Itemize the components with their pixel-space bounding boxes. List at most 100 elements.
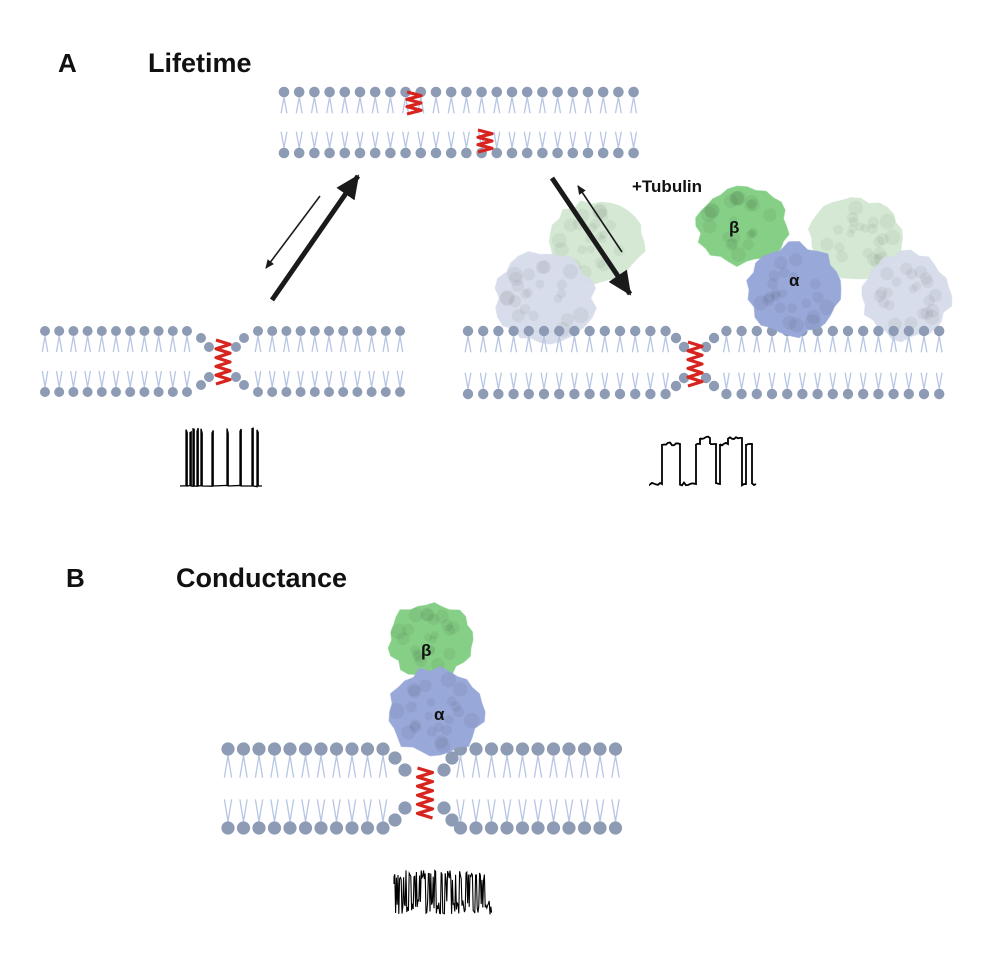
lipid-head bbox=[531, 821, 544, 834]
panel-b-letter: B bbox=[66, 563, 85, 593]
lipid-bilayer-dimer-channel bbox=[40, 326, 405, 397]
lipid-head bbox=[554, 389, 564, 399]
lipid-head bbox=[267, 326, 277, 336]
lipid-head bbox=[324, 326, 334, 336]
lipid-head-curved bbox=[437, 801, 450, 814]
lipid-head bbox=[68, 387, 78, 397]
lipid-head bbox=[182, 387, 192, 397]
lipid-head bbox=[552, 148, 563, 159]
lipid-head bbox=[628, 87, 639, 98]
lipid-head bbox=[324, 387, 334, 397]
lipid-head bbox=[934, 389, 944, 399]
lipid-head bbox=[630, 326, 640, 336]
lipid-head bbox=[752, 389, 762, 399]
lipid-head bbox=[569, 326, 579, 336]
lipid-head bbox=[858, 326, 868, 336]
gramicidin-channel-panel-b bbox=[418, 768, 433, 818]
lipid-head bbox=[609, 821, 622, 834]
lipid-head bbox=[279, 87, 290, 98]
lipid-head bbox=[370, 148, 381, 159]
equilibrium-arrows-left bbox=[266, 176, 358, 300]
lipid-head bbox=[569, 389, 579, 399]
lipid-head bbox=[237, 821, 250, 834]
lipid-head-curved bbox=[388, 751, 401, 764]
lipid-head bbox=[299, 742, 312, 755]
lipid-head bbox=[461, 148, 472, 159]
lipid-head bbox=[584, 389, 594, 399]
lipid-head-curved bbox=[204, 342, 214, 352]
lipid-head bbox=[296, 326, 306, 336]
lipid-head bbox=[522, 148, 533, 159]
lipid-head bbox=[562, 821, 575, 834]
lipid-head bbox=[431, 148, 442, 159]
lipid-head bbox=[904, 389, 914, 399]
lipid-head bbox=[593, 742, 606, 755]
lipid-head-curved bbox=[437, 763, 450, 776]
lipid-head bbox=[125, 326, 135, 336]
lipid-head bbox=[310, 326, 320, 336]
dissociation-arrow-left bbox=[266, 196, 320, 268]
lipid-head bbox=[253, 387, 263, 397]
lipid-head bbox=[367, 387, 377, 397]
lipid-head bbox=[111, 326, 121, 336]
lipid-head-curved bbox=[239, 380, 249, 390]
lipid-head bbox=[139, 326, 149, 336]
lipid-head bbox=[598, 87, 609, 98]
lipid-head bbox=[221, 742, 234, 755]
lipid-head bbox=[330, 821, 343, 834]
lipid-head-curved bbox=[709, 333, 719, 343]
lipid-head-curved bbox=[239, 333, 249, 343]
lipid-head bbox=[660, 326, 670, 336]
lipid-head bbox=[554, 326, 564, 336]
lipid-head bbox=[721, 326, 731, 336]
lipid-head bbox=[492, 87, 503, 98]
lipid-head bbox=[330, 742, 343, 755]
alpha-label-a: α bbox=[789, 271, 800, 290]
lipid-head bbox=[283, 742, 296, 755]
current-trace-long-openings bbox=[650, 437, 756, 486]
lipid-head bbox=[345, 821, 358, 834]
lipid-head bbox=[361, 742, 374, 755]
lipid-head bbox=[296, 387, 306, 397]
lipid-head bbox=[381, 326, 391, 336]
lipid-head bbox=[919, 389, 929, 399]
lipid-head bbox=[609, 742, 622, 755]
lipid-head bbox=[721, 389, 731, 399]
lipid-head bbox=[139, 387, 149, 397]
lipid-head bbox=[309, 148, 320, 159]
lipid-head bbox=[97, 387, 107, 397]
lipid-head bbox=[40, 326, 50, 336]
peptide-dimer-left bbox=[216, 340, 230, 384]
lipid-head bbox=[324, 148, 335, 159]
lipid-head bbox=[843, 389, 853, 399]
lipid-head bbox=[524, 326, 534, 336]
lipid-head bbox=[888, 326, 898, 336]
lipid-head bbox=[237, 742, 250, 755]
lipid-head bbox=[400, 148, 411, 159]
lipid-head bbox=[578, 821, 591, 834]
lipid-head bbox=[598, 148, 609, 159]
tubulin-addition-label: +Tubulin bbox=[632, 177, 702, 196]
lipid-head bbox=[660, 389, 670, 399]
lipid-head bbox=[395, 326, 405, 336]
lipid-head bbox=[782, 389, 792, 399]
lipid-head-curved bbox=[398, 763, 411, 776]
lipid-head bbox=[267, 387, 277, 397]
lipid-head bbox=[154, 387, 164, 397]
lipid-head bbox=[416, 148, 427, 159]
lipid-head bbox=[294, 148, 305, 159]
lipid-head bbox=[630, 389, 640, 399]
lipid-head bbox=[524, 389, 534, 399]
lipid-head bbox=[314, 742, 327, 755]
lipid-head bbox=[431, 87, 442, 98]
lipid-head bbox=[154, 326, 164, 336]
lipid-head bbox=[508, 389, 518, 399]
lipid-head bbox=[381, 387, 391, 397]
lipid-head bbox=[600, 326, 610, 336]
lipid-head bbox=[613, 148, 624, 159]
lipid-head bbox=[395, 387, 405, 397]
lipid-head bbox=[568, 87, 579, 98]
lipid-head bbox=[531, 742, 544, 755]
lipid-head bbox=[252, 821, 265, 834]
lipid-head bbox=[736, 389, 746, 399]
